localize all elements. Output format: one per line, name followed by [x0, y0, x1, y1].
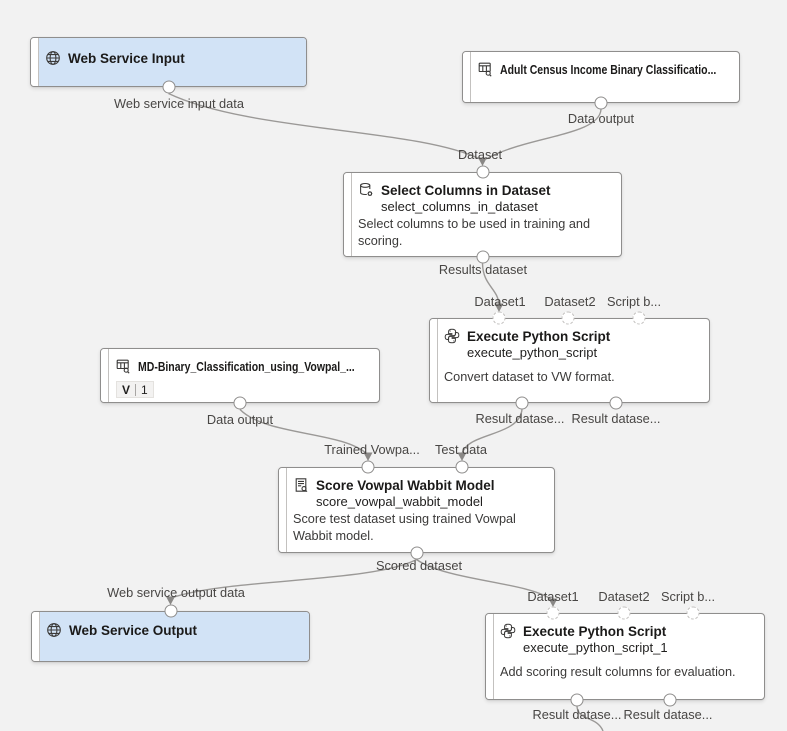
select-columns-icon — [358, 182, 374, 198]
node-subtitle: score_vowpal_wabbit_model — [316, 494, 483, 509]
port-label-web-service-input-data: Web service input data — [114, 96, 244, 111]
node-select-columns-in-dataset[interactable]: Select Columns in Dataset select_columns… — [343, 172, 622, 257]
score-model-icon — [293, 477, 309, 493]
node-execute-python-script[interactable]: Execute Python Script execute_python_scr… — [429, 318, 710, 403]
edge-python1-offscreen[interactable] — [576, 706, 604, 731]
port-web-service-input-output[interactable] — [162, 80, 175, 94]
port-label-result-dataset-4: Result datase... — [623, 707, 713, 722]
python-icon — [500, 623, 516, 639]
node-title: MD-Binary_Classification_using_Vowpal_..… — [138, 358, 355, 374]
node-description: Score test dataset using trained Vowpal … — [293, 512, 516, 543]
edge-arrowhead — [363, 452, 373, 461]
node-execute-python-script-1[interactable]: Execute Python Script execute_python_scr… — [485, 613, 765, 700]
edge-wsinput-to-selectcolumns[interactable] — [168, 92, 481, 160]
port-python-dataset2-input[interactable] — [561, 311, 575, 325]
port-python1-result2-output[interactable] — [663, 693, 677, 707]
port-label-scored-dataset: Scored dataset — [375, 558, 463, 573]
port-select-columns-results-output[interactable] — [476, 250, 489, 264]
port-label-dataset1-2: Dataset1 — [527, 589, 579, 604]
port-label-dataset2-2: Dataset2 — [598, 589, 650, 604]
badge-separator — [135, 383, 137, 396]
globe-icon — [46, 622, 62, 638]
port-python1-result1-output[interactable] — [570, 693, 584, 707]
port-md-binary-data-output[interactable] — [233, 396, 247, 410]
node-accent-strip — [486, 614, 494, 699]
port-census-data-output[interactable] — [594, 96, 608, 110]
port-label-results-dataset: Results dataset — [438, 262, 528, 277]
node-accent-strip — [463, 52, 471, 102]
node-accent-strip — [279, 468, 287, 552]
node-title: Web Service Output — [69, 622, 198, 638]
port-label-dataset: Dataset — [457, 147, 503, 162]
port-label-result-dataset-3: Result datase... — [532, 707, 622, 722]
edge-score-to-python1[interactable] — [416, 558, 553, 601]
node-title: Web Service Input — [68, 50, 185, 66]
port-label-web-service-output-data: Web service output data — [107, 585, 245, 600]
node-title: Select Columns in Dataset — [381, 182, 551, 198]
dataset-search-icon — [115, 358, 131, 374]
node-adult-census-income-dataset[interactable]: Adult Census Income Binary Classificatio… — [462, 51, 740, 103]
edge-arrowhead — [457, 452, 467, 461]
port-label-result-dataset-1: Result datase... — [475, 411, 565, 426]
edge-score-to-wsoutput[interactable] — [170, 558, 417, 599]
port-select-columns-dataset-input[interactable] — [476, 165, 489, 179]
port-python-result1-output[interactable] — [515, 396, 529, 410]
port-label-result-dataset-2: Result datase... — [571, 411, 661, 426]
edge-arrowhead — [494, 303, 504, 312]
port-label-md-data-output: Data output — [206, 412, 274, 427]
edge-arrowhead — [166, 596, 175, 605]
node-accent-strip — [101, 349, 109, 402]
node-description: Convert dataset to VW format. — [444, 370, 615, 384]
node-subtitle: select_columns_in_dataset — [381, 199, 538, 214]
node-score-vowpal-wabbit-model[interactable]: Score Vowpal Wabbit Model score_vowpal_w… — [278, 467, 555, 553]
edge-arrowhead — [548, 598, 558, 607]
node-title: Adult Census Income Binary Classificatio… — [500, 61, 717, 77]
port-python-dataset1-input[interactable] — [492, 311, 506, 325]
node-title: Execute Python Script — [523, 623, 667, 639]
port-label-census-data-output: Data output — [567, 111, 635, 126]
port-python1-script-bundle-input[interactable] — [686, 606, 700, 620]
port-score-test-data-input[interactable] — [455, 460, 469, 474]
node-description: Add scoring result columns for evaluatio… — [500, 665, 736, 679]
port-label-dataset1: Dataset1 — [474, 294, 526, 309]
edge-selectcolumns-to-python[interactable] — [481, 263, 500, 306]
node-title: Score Vowpal Wabbit Model — [316, 477, 495, 493]
port-web-service-output-input[interactable] — [164, 604, 177, 618]
port-label-test-data: Test data — [435, 442, 487, 457]
edge-python-to-score-testdata[interactable] — [461, 409, 523, 455]
edge-arrowhead — [478, 157, 487, 166]
python-icon — [444, 328, 460, 344]
node-accent-strip — [344, 173, 352, 256]
port-score-trained-model-input[interactable] — [361, 460, 375, 474]
edge-census-to-selectcolumns[interactable] — [485, 109, 602, 160]
node-subtitle: execute_python_script_1 — [523, 640, 668, 655]
version-value: 1 — [141, 382, 148, 397]
node-accent-strip — [430, 319, 438, 402]
port-python1-dataset1-input[interactable] — [546, 606, 560, 620]
port-python-result2-output[interactable] — [609, 396, 623, 410]
version-label: V — [122, 382, 131, 397]
node-subtitle: execute_python_script — [467, 345, 598, 360]
node-web-service-input[interactable]: Web Service Input — [30, 37, 307, 87]
port-python1-dataset2-input[interactable] — [617, 606, 631, 620]
port-label-script-bundle: Script b... — [606, 294, 662, 309]
edge-mdbinary-to-score-trained[interactable] — [239, 409, 368, 455]
node-accent-strip — [32, 612, 40, 661]
port-python-script-bundle-input[interactable] — [632, 311, 646, 325]
dataset-search-icon — [477, 61, 493, 77]
node-md-binary-classification-dataset[interactable]: MD-Binary_Classification_using_Vowpal_..… — [100, 348, 380, 403]
node-accent-strip — [31, 38, 39, 86]
port-label-trained-vowpal: Trained Vowpa... — [324, 442, 420, 457]
globe-icon — [45, 50, 61, 66]
port-label-script-bundle-2: Script b... — [660, 589, 716, 604]
port-label-dataset2: Dataset2 — [544, 294, 596, 309]
node-title: Execute Python Script — [467, 328, 611, 344]
node-web-service-output[interactable]: Web Service Output — [31, 611, 310, 662]
node-description: Select columns to be used in training an… — [358, 217, 591, 248]
port-score-scored-dataset-output[interactable] — [410, 546, 423, 560]
